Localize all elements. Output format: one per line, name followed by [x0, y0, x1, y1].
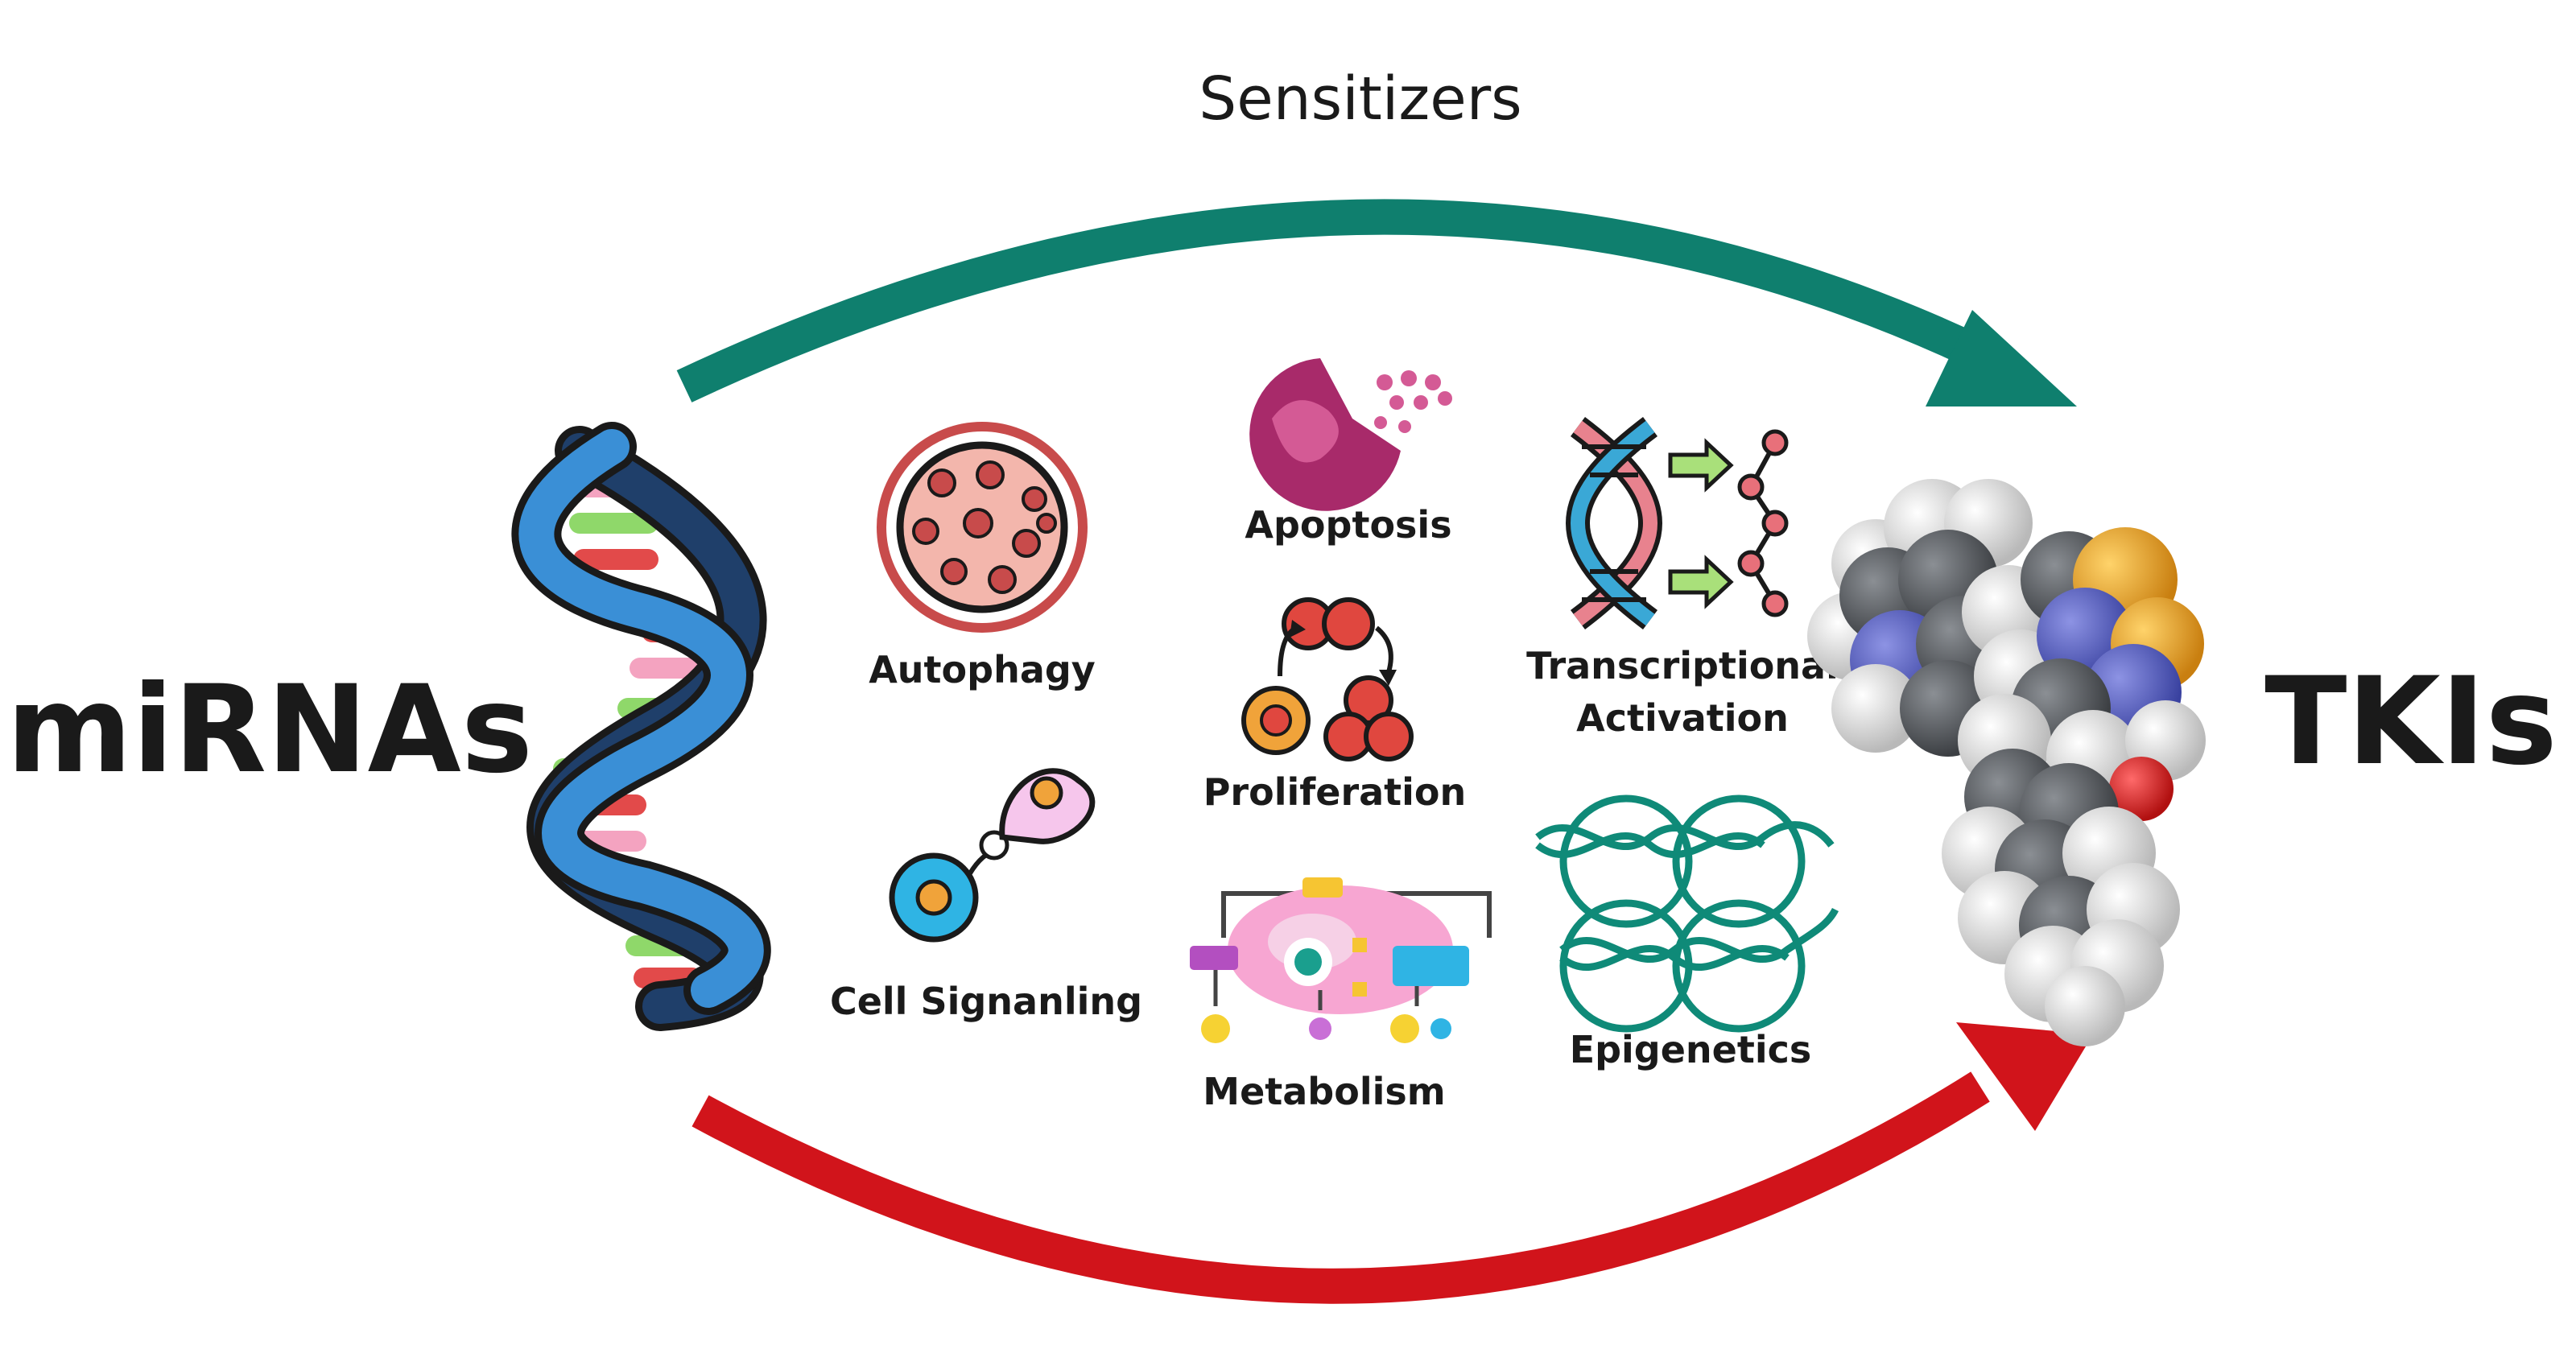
metabolism-icon: [1190, 877, 1492, 1043]
molecule-atom: [1831, 664, 1920, 753]
mirnas-label: miRNAs: [6, 660, 533, 800]
cell-signaling-label: Cell Signanling: [830, 980, 1142, 1023]
proliferation-icon: [1241, 597, 1414, 761]
sensitizer-arrow-head: [1926, 310, 2077, 406]
proliferation-label: Proliferation: [1203, 770, 1467, 814]
metabolism-label: Metabolism: [1203, 1070, 1445, 1113]
autophagy-label: Autophagy: [869, 648, 1096, 691]
epigenetics-icon: [1535, 794, 1839, 1033]
molecule-icon: [1807, 479, 2206, 1046]
molecule-atom: [2109, 757, 2174, 821]
molecule-atom: [2045, 966, 2125, 1046]
transcriptional-activation-icon: [1566, 417, 1789, 629]
autophagy-icon: [877, 422, 1088, 633]
bottom-arrow: [691, 1022, 2093, 1304]
tkis-label: TKIs: [2264, 652, 2557, 792]
transcriptional-label-line1: Transcriptional: [1526, 644, 1839, 687]
apoptosis-label: Apoptosis: [1245, 503, 1451, 547]
sensitizer-arrow: [676, 199, 2077, 406]
epigenetics-label: Epigenetics: [1570, 1028, 1812, 1071]
transcriptional-label-line2: Activation: [1576, 696, 1789, 740]
bottom-arrow-head: [1956, 1022, 2093, 1131]
cell-signaling-icon: [889, 768, 1096, 943]
apoptosis-icon: [1249, 358, 1452, 511]
sensitizer-arrow-shaft: [676, 199, 1988, 402]
bottom-arrow-shaft: [691, 1071, 1990, 1304]
dna-helix-icon: [511, 422, 771, 1031]
sensitizers-label: Sensitizers: [1199, 64, 1521, 134]
